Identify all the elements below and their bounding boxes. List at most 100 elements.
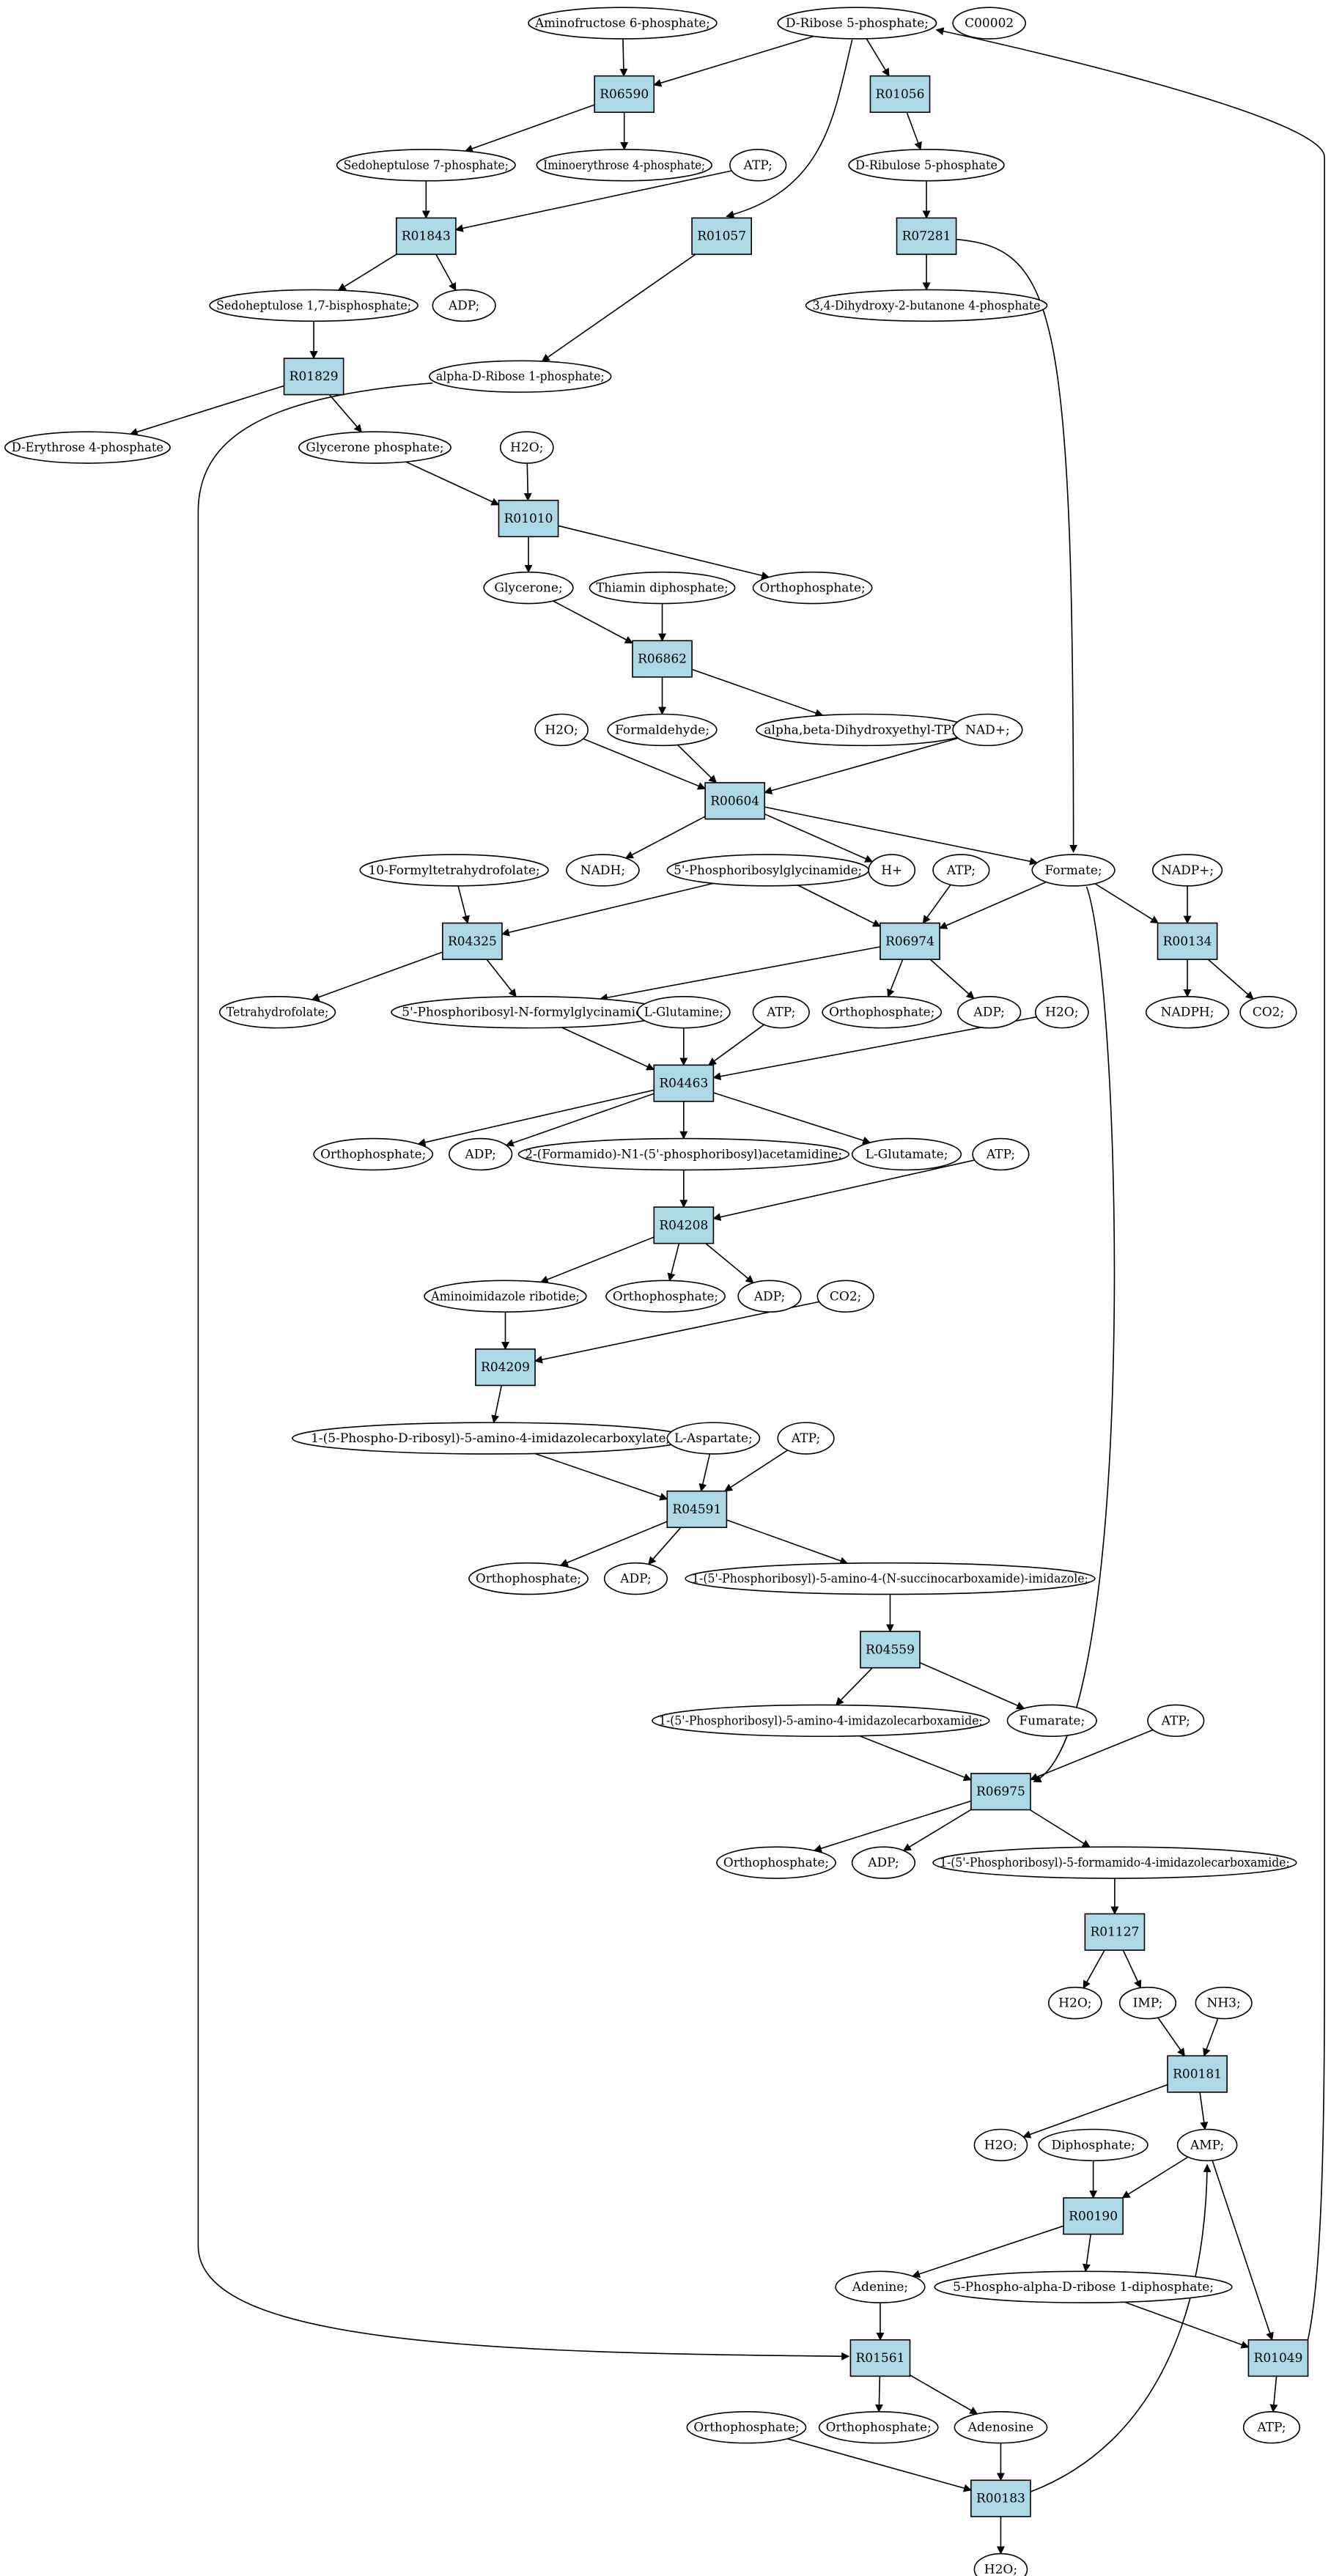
compound-node-n_air[interactable]: Aminoimidazole ribotide; xyxy=(424,1280,587,1313)
compound-node-n_c00002[interactable]: C00002 xyxy=(952,7,1027,40)
compound-node-n_laspartate[interactable]: L-Aspartate; xyxy=(666,1422,761,1455)
edge-r_R01843-to-n_adp_1 xyxy=(435,254,457,292)
compound-node-n_ortho_5[interactable]: Orthophosphate; xyxy=(468,1562,589,1595)
compound-node-n_adp_1[interactable]: ADP; xyxy=(432,289,496,322)
compound-node-n_h2o_4[interactable]: H2O; xyxy=(1047,1986,1102,2020)
reaction-node-r_R01843[interactable]: R01843 xyxy=(395,217,457,255)
compound-node-n_aminofructose[interactable]: Aminofructose 6-phosphate; xyxy=(528,7,718,40)
compound-node-n_alpharib[interactable]: alpha-D-Ribose 1-phosphate; xyxy=(429,360,612,393)
compound-node-n_imp[interactable]: IMP; xyxy=(1118,1986,1177,2020)
compound-node-n_saicar[interactable]: 1-(5'-Phosphoribosyl)-5-amino-4-(N-succi… xyxy=(685,1562,1096,1595)
reaction-node-r_R07281[interactable]: R07281 xyxy=(896,217,957,255)
compound-ellipse xyxy=(566,854,640,887)
compound-node-n_formate[interactable]: Formate; xyxy=(1031,854,1116,887)
compound-node-n_sedo7p[interactable]: Sedoheptulose 7-phosphate; xyxy=(336,149,516,182)
compound-node-n_ortho_2[interactable]: Orthophosphate; xyxy=(822,996,943,1029)
compound-node-n_nadpplus[interactable]: NADP+; xyxy=(1151,854,1223,887)
compound-node-n_lglutamine[interactable]: L-Glutamine; xyxy=(636,996,731,1029)
compound-node-n_5phosgly[interactable]: 5'-Phosphoribosylglycinamide; xyxy=(666,854,869,887)
compound-node-n_10formyl[interactable]: 10-Formyltetrahydrofolate; xyxy=(359,854,549,887)
compound-node-n_adp_3[interactable]: ADP; xyxy=(449,1137,513,1171)
compound-node-n_adp_5[interactable]: ADP; xyxy=(603,1562,668,1595)
compound-node-n_nadph[interactable]: NADPH; xyxy=(1145,996,1230,1029)
compound-node-n_thf[interactable]: Tetrahydrofolate; xyxy=(218,996,336,1029)
reaction-node-r_R06974[interactable]: R06974 xyxy=(880,922,940,960)
compound-node-n_co2_2[interactable]: CO2; xyxy=(816,1280,874,1313)
compound-node-n_atp_4[interactable]: ATP; xyxy=(972,1137,1030,1171)
reaction-node-r_R06862[interactable]: R06862 xyxy=(632,640,693,678)
compound-node-n_dribulose[interactable]: D-Ribulose 5-phosphate xyxy=(848,149,1005,182)
compound-node-n_adp_4[interactable]: ADP; xyxy=(737,1280,802,1313)
compound-node-n_h2o_1[interactable]: H2O; xyxy=(499,431,554,464)
reaction-node-r_R04591[interactable]: R04591 xyxy=(666,1490,728,1529)
reaction-node-r_R00181[interactable]: R00181 xyxy=(1167,2055,1228,2093)
node-label: R06590 xyxy=(600,87,649,102)
reaction-node-r_R04208[interactable]: R04208 xyxy=(653,1206,715,1244)
edge-r_R04591-to-n_saicar xyxy=(726,1519,849,1565)
compound-node-n_atp_3[interactable]: ATP; xyxy=(752,996,810,1029)
reaction-node-r_R01829[interactable]: R01829 xyxy=(283,358,344,396)
reaction-node-r_R04559[interactable]: R04559 xyxy=(860,1631,921,1669)
compound-node-n_thiamin[interactable]: Thiamin diphosphate; xyxy=(589,571,736,605)
reaction-node-r_R01056[interactable]: R01056 xyxy=(869,75,931,114)
edge-n_ortho_7-to-r_R00183 xyxy=(786,2437,972,2492)
compound-node-n_aicar[interactable]: 1-(5'-Phosphoribosyl)-5-amino-4-imidazol… xyxy=(652,1704,990,1738)
compound-node-n_atp_1[interactable]: ATP; xyxy=(729,149,787,182)
compound-node-n_fgam[interactable]: 2-(Formamido)-N1-(5'-phosphoribosyl)acet… xyxy=(517,1137,849,1171)
compound-node-n_dihydroxy[interactable]: 3,4-Dihydroxy-2-butanone 4-phosphate xyxy=(805,289,1048,322)
reaction-node-r_R04325[interactable]: R04325 xyxy=(442,922,503,960)
compound-node-n_diphosphate[interactable]: Diphosphate; xyxy=(1038,2128,1149,2162)
reaction-node-r_R01561[interactable]: R01561 xyxy=(849,2339,911,2377)
compound-node-n_ortho_4[interactable]: Orthophosphate; xyxy=(605,1280,726,1313)
compound-node-n_h2o_2[interactable]: H2O; xyxy=(534,713,589,747)
compound-node-n_prpp[interactable]: 5-Phospho-alpha-D-ribose 1-diphosphate; xyxy=(934,2270,1233,2303)
compound-node-n_h2o_6[interactable]: H2O; xyxy=(973,2553,1028,2576)
compound-node-n_alphabeta[interactable]: alpha,beta-Dihydroxyethyl-TPP; xyxy=(756,713,972,747)
compound-node-n_amp[interactable]: AMP; xyxy=(1176,2128,1238,2162)
compound-node-n_ortho_1[interactable]: Orthophosphate; xyxy=(752,571,873,605)
reaction-node-r_R06590[interactable]: R06590 xyxy=(594,75,655,114)
compound-node-n_nad[interactable]: NAD+; xyxy=(952,713,1023,747)
compound-node-n_derythrose[interactable]: D-Erythrose 4-phosphate xyxy=(4,431,171,464)
compound-node-n_iminoery[interactable]: Iminoerythrose 4-phosphate; xyxy=(536,149,712,182)
compound-node-n_formaldehyde[interactable]: Formaldehyde; xyxy=(607,713,718,747)
compound-node-n_h2o_3[interactable]: H2O; xyxy=(1034,996,1089,1029)
reaction-node-r_R01057[interactable]: R01057 xyxy=(691,217,753,255)
compound-node-n_ortho_6[interactable]: Orthophosphate; xyxy=(716,1846,836,1879)
compound-node-n_co2_1[interactable]: CO2; xyxy=(1239,996,1297,1029)
compound-node-n_sedo17[interactable]: Sedoheptulose 1,7-bisphosphate; xyxy=(209,289,419,322)
reaction-node-r_R01049[interactable]: R01049 xyxy=(1247,2339,1309,2377)
reaction-node-r_R06975[interactable]: R06975 xyxy=(970,1773,1031,1811)
reaction-node-r_R00134[interactable]: R00134 xyxy=(1157,922,1218,960)
compound-node-n_glycerone_p[interactable]: Glycerone phosphate; xyxy=(298,431,451,464)
reaction-node-r_R00604[interactable]: R00604 xyxy=(704,782,766,820)
compound-node-n_atp_6[interactable]: ATP; xyxy=(1147,1704,1205,1738)
compound-node-n_faicar[interactable]: 1-(5'-Phosphoribosyl)-5-formamido-4-imid… xyxy=(932,1846,1297,1879)
compound-node-n_5pfgar[interactable]: 5'-Phosphoribosyl-N-formylglycinamide; xyxy=(391,996,666,1029)
reaction-node-r_R04463[interactable]: R04463 xyxy=(653,1064,715,1102)
compound-node-n_atp_5[interactable]: ATP; xyxy=(777,1422,835,1455)
compound-node-n_adenine[interactable]: Adenine; xyxy=(835,2270,926,2303)
reaction-node-r_R01010[interactable]: R01010 xyxy=(498,499,559,538)
reaction-node-r_R00183[interactable]: R00183 xyxy=(970,2479,1031,2517)
compound-node-n_hplus[interactable]: H+ xyxy=(868,854,916,887)
compound-node-n_dribose[interactable]: D-Ribose 5-phosphate; xyxy=(777,7,937,40)
compound-node-n_atp_7[interactable]: ATP; xyxy=(1242,2410,1301,2444)
reaction-node-r_R01127[interactable]: R01127 xyxy=(1084,1913,1146,1951)
compound-node-n_adp_2[interactable]: ADP; xyxy=(957,996,1022,1029)
compound-node-n_cair[interactable]: 1-(5-Phospho-D-ribosyl)-5-amino-4-imidaz… xyxy=(292,1422,690,1455)
compound-node-n_nh3[interactable]: NH3; xyxy=(1195,1986,1253,2020)
compound-node-n_atp_2[interactable]: ATP; xyxy=(932,854,990,887)
compound-node-n_adp_6[interactable]: ADP; xyxy=(851,1846,916,1879)
compound-node-n_lglutamate[interactable]: L-Glutamate; xyxy=(851,1137,962,1171)
compound-node-n_ortho_8[interactable]: Orthophosphate; xyxy=(818,2410,939,2444)
compound-node-n_nadh[interactable]: NADH; xyxy=(566,854,640,887)
compound-node-n_ortho_3[interactable]: Orthophosphate; xyxy=(313,1137,434,1171)
compound-node-n_h2o_5[interactable]: H2O; xyxy=(973,2128,1028,2162)
compound-node-n_ortho_7[interactable]: Orthophosphate; xyxy=(686,2410,807,2444)
reaction-node-r_R04209[interactable]: R04209 xyxy=(475,1348,536,1387)
reaction-node-r_R00190[interactable]: R00190 xyxy=(1063,2197,1124,2235)
compound-node-n_glycerone[interactable]: Glycerone; xyxy=(483,571,574,605)
compound-node-n_adenosine[interactable]: Adenosine xyxy=(954,2410,1048,2444)
compound-node-n_fumarate[interactable]: Fumarate; xyxy=(1006,1704,1097,1738)
